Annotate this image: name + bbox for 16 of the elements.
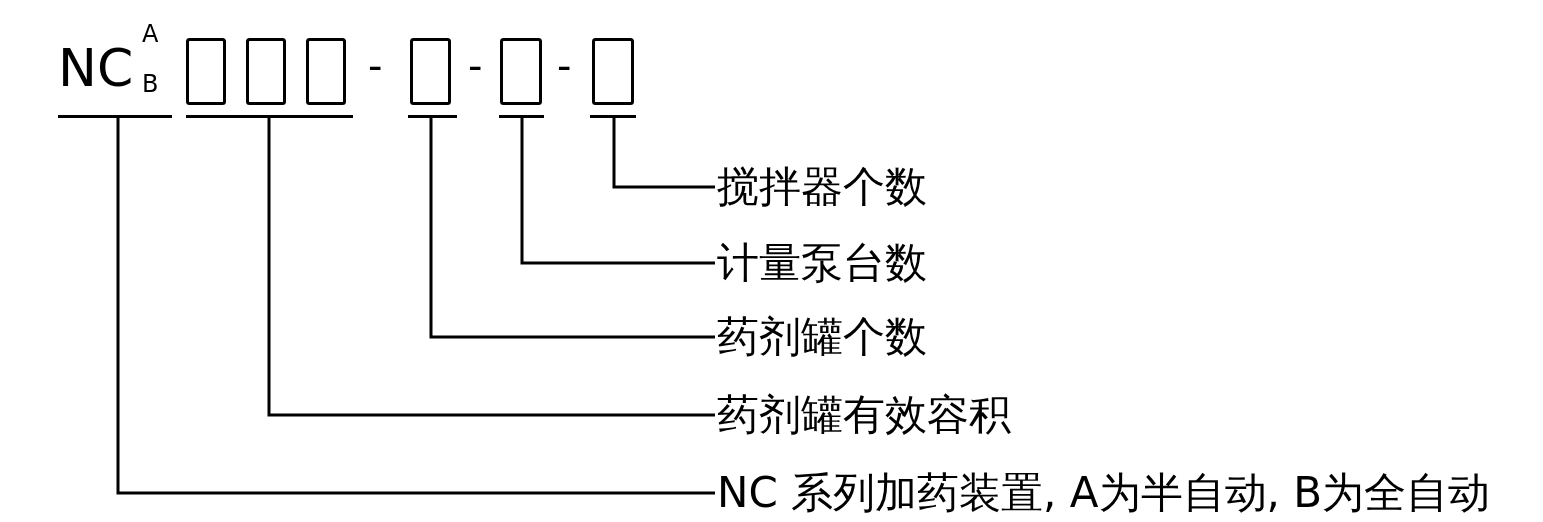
hyphen-separator: - bbox=[368, 46, 383, 86]
description-text: 搅拌器个数 bbox=[717, 163, 927, 211]
superscript-letter: A bbox=[142, 22, 159, 46]
code-prefix: NC bbox=[58, 42, 134, 94]
description-text: 药剂罐个数 bbox=[717, 313, 927, 361]
subscript-letter: B bbox=[142, 72, 159, 96]
hyphen-separator: - bbox=[468, 46, 483, 86]
leader-line bbox=[520, 118, 715, 265]
leader-line bbox=[612, 118, 715, 189]
description-text: NC 系列加药装置, A为半自动, B为全自动 bbox=[717, 469, 1491, 517]
leader-line bbox=[116, 118, 715, 495]
leader-line bbox=[267, 118, 715, 417]
description-text: 计量泵台数 bbox=[717, 239, 927, 287]
leader-line bbox=[429, 118, 715, 339]
description-text: 药剂罐有效容积 bbox=[717, 391, 1011, 439]
hyphen-separator: - bbox=[557, 46, 572, 86]
